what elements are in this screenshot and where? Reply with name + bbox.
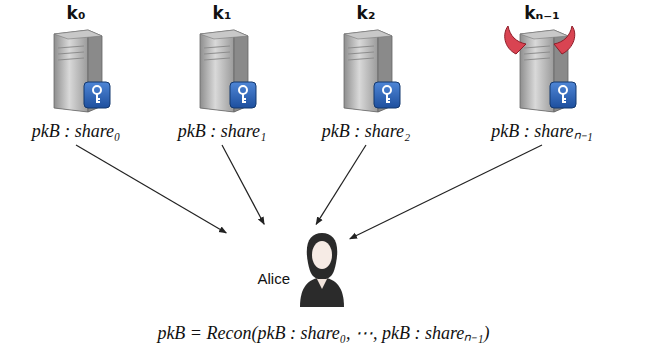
key-label: k₁ [213, 2, 232, 24]
person-icon [296, 229, 348, 309]
user-node: Alice [228, 226, 348, 312]
server-node: k₂ pkB : share₂ [296, 2, 436, 142]
key-label: k₂ [357, 2, 376, 24]
key-label: k₀ [67, 2, 86, 24]
share-arrow [350, 145, 542, 239]
server-node: kₙ₋₁ pkB : shareₙ₋₁ [467, 2, 617, 142]
key-label: kₙ₋₁ [524, 2, 559, 24]
share-label: pkB : share₁ [178, 120, 267, 142]
server-node: k₀ pkB : share₀ [6, 2, 146, 142]
share-label: pkB : share₂ [322, 120, 411, 142]
share-arrow [316, 145, 366, 224]
person-name: Alice [257, 270, 290, 287]
server-icon [182, 24, 262, 116]
server-icon [36, 24, 116, 116]
reconstruction-formula: pkB = Recon(pkB : share₀, ⋯, pkB : share… [0, 320, 647, 344]
share-label: pkB : shareₙ₋₁ [491, 120, 593, 142]
share-arrow [222, 145, 264, 224]
server-node: k₁ pkB : share₁ [152, 2, 292, 142]
compromised-server-icon [502, 24, 582, 116]
share-label: pkB : share₀ [32, 120, 121, 142]
share-arrow [76, 145, 226, 233]
server-icon [326, 24, 406, 116]
